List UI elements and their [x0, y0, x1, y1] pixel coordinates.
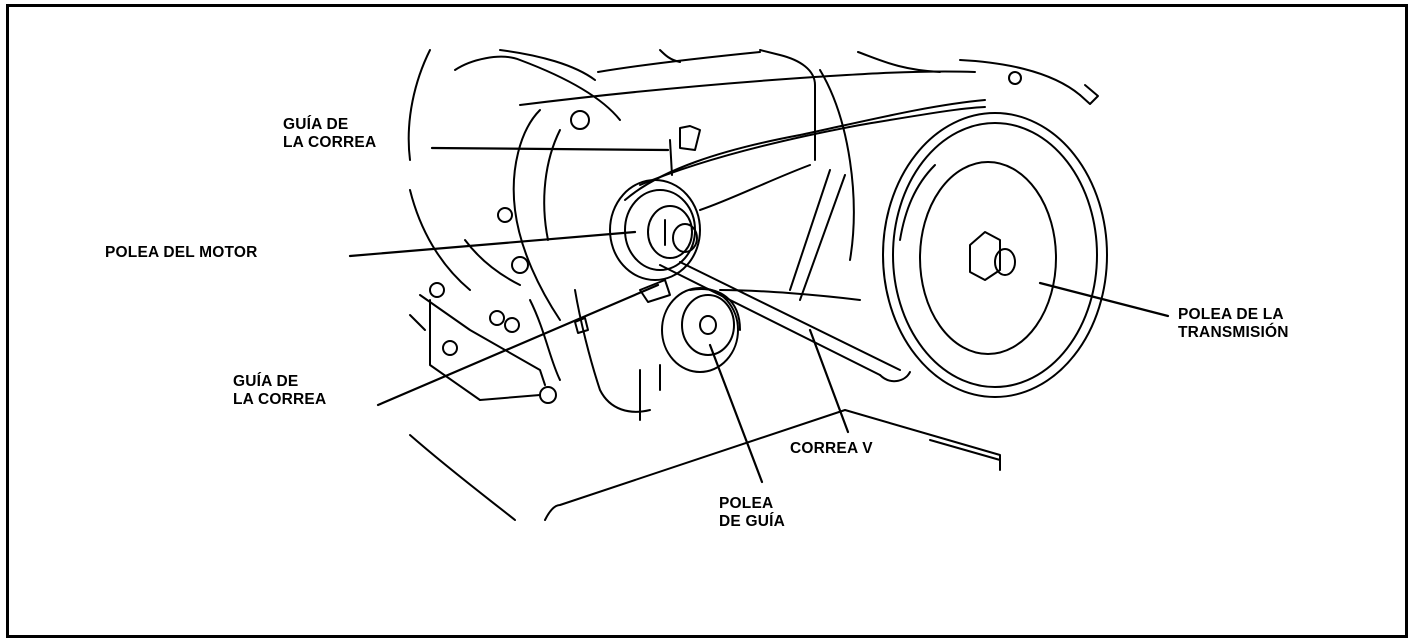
label-engine-pulley: POLEA DEL MOTOR — [105, 244, 258, 261]
engine-housing — [407, 49, 651, 413]
mounting-block — [409, 282, 557, 404]
frame-bracket — [519, 49, 1099, 261]
label-belt-guide-bottom: GUÍA DE LA CORREA — [233, 373, 326, 409]
label-belt-guide-top-line2: LA CORREA — [283, 134, 377, 151]
label-idler-pulley-line1: POLEA — [719, 495, 774, 512]
belt-guide-bottom-bracket — [574, 279, 671, 334]
engine-pulley — [609, 179, 701, 281]
label-v-belt: CORREA V — [790, 440, 873, 457]
transmission-pulley — [882, 112, 1108, 398]
idler-pulley — [661, 287, 741, 373]
label-belt-guide-bottom-line2: LA CORREA — [233, 391, 327, 408]
label-transmission-pulley-line1: POLEA DE LA — [1178, 306, 1284, 323]
label-transmission-pulley: POLEA DE LA TRANSMISIÓN — [1178, 306, 1289, 342]
v-belt — [624, 99, 986, 383]
belt-guide-top-bracket — [669, 125, 701, 176]
lower-frame — [409, 364, 1001, 521]
label-belt-guide-bottom-line1: GUÍA DE — [233, 373, 299, 390]
label-belt-guide-top-line1: GUÍA DE — [283, 116, 349, 133]
label-idler-pulley: POLEA DE GUÍA — [719, 495, 785, 531]
label-belt-guide-top: GUÍA DE LA CORREA — [283, 116, 376, 152]
leader-lines — [348, 146, 1170, 484]
label-idler-pulley-line2: DE GUÍA — [719, 513, 785, 530]
support-arm — [699, 164, 861, 301]
label-transmission-pulley-line2: TRANSMISIÓN — [1178, 324, 1289, 341]
figure-frame — [6, 4, 1408, 638]
